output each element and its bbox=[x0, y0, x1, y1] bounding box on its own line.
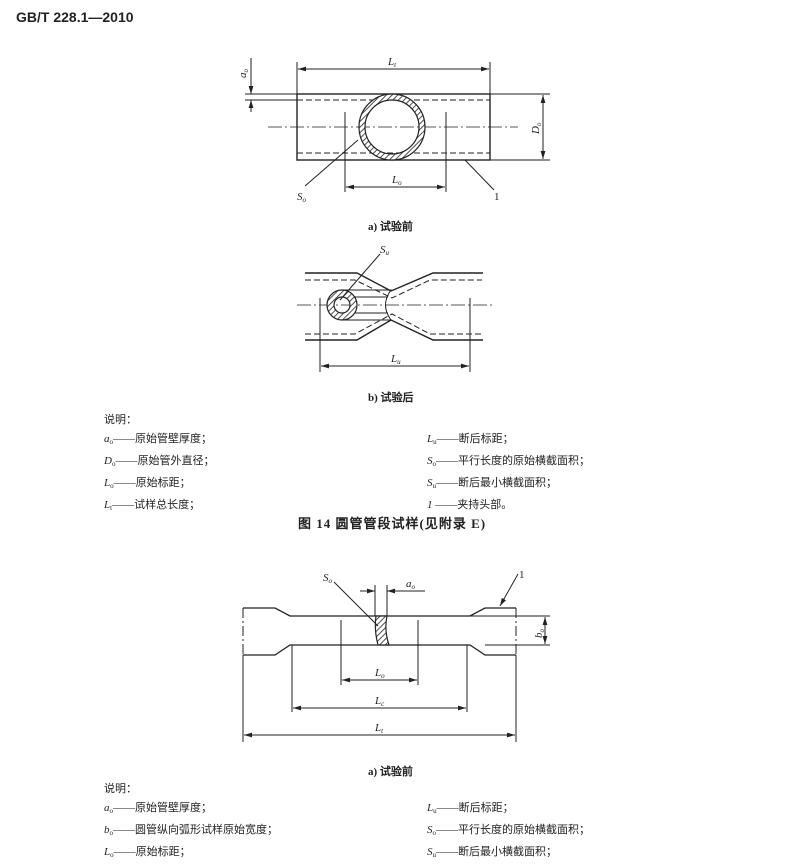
legend-item: Su——断后最小横截面积； bbox=[427, 474, 590, 496]
label-L0: Lo bbox=[391, 174, 402, 187]
legend-item: Lo——原始标距； bbox=[104, 843, 278, 865]
legend-symbol: a bbox=[104, 433, 110, 445]
legend-item: Lu——断后标距； bbox=[427, 799, 590, 821]
legend-subscript: o bbox=[109, 807, 114, 815]
label-b0: bo bbox=[533, 629, 546, 639]
legend-symbol: S bbox=[427, 477, 433, 489]
legend-text: ——夹持头部。 bbox=[432, 499, 513, 511]
legend-subscript: u bbox=[433, 807, 437, 815]
legend-text: ——原始标距； bbox=[113, 846, 191, 858]
legend-subscript: u bbox=[432, 482, 437, 490]
legend-text: ——圆管纵向弧形试样原始宽度； bbox=[113, 824, 278, 836]
label-Lu: Lu bbox=[390, 353, 401, 366]
legend-right-column: Lu——断后标距；So——平行长度的原始横截面积；Su——断后最小横截面积；1 … bbox=[427, 430, 590, 518]
legend-left-column: ao——原始管壁厚度；Do——原始管外直径；Lo——原始标距；Lt——试样总长度… bbox=[104, 430, 214, 518]
legend-text: ——断后标距； bbox=[436, 433, 514, 445]
caption-after-test: b) 试验后 bbox=[368, 392, 414, 404]
fig14b-flattened-tube-drawing bbox=[297, 253, 493, 372]
legend-item: 1 ——夹持头部。 bbox=[427, 496, 590, 518]
legend-item: Lu——断后标距； bbox=[427, 430, 590, 452]
legend-symbol: L bbox=[104, 499, 111, 511]
legend-text: ——原始管外直径； bbox=[115, 455, 215, 467]
label-D0: Do bbox=[530, 122, 543, 135]
legend-title: 说明： bbox=[104, 783, 137, 795]
legend-symbol: L bbox=[104, 477, 111, 489]
caption-before-test: a) 试验前 bbox=[368, 766, 413, 778]
tube-cross-section bbox=[359, 94, 425, 160]
legend-item: Su——断后最小横截面积； bbox=[427, 843, 590, 865]
label-L0: Lo bbox=[374, 667, 385, 680]
legend-text: ——原始管壁厚度； bbox=[113, 802, 212, 814]
legend-text: ——原始管壁厚度； bbox=[113, 433, 212, 445]
legend-subscript: o bbox=[432, 460, 437, 468]
legend-subscript: t bbox=[110, 504, 113, 512]
legend-symbol: S bbox=[427, 846, 433, 858]
legend-symbol: 1 bbox=[427, 499, 433, 511]
legend-text: ——断后标距； bbox=[436, 802, 514, 814]
legend-symbol: S bbox=[427, 824, 433, 836]
label-S0: So bbox=[297, 191, 307, 204]
legend-subscript: o bbox=[109, 438, 114, 446]
legend-subscript: o bbox=[110, 851, 114, 859]
legend-item: So——平行长度的原始横截面积； bbox=[427, 452, 590, 474]
label-S0: So bbox=[323, 572, 333, 585]
legend-symbol: S bbox=[427, 455, 433, 467]
legend-text: ——断后最小横截面积； bbox=[436, 846, 557, 858]
legend-text: ——平行长度的原始横截面积； bbox=[436, 455, 590, 467]
label-Lc: Lc bbox=[374, 695, 385, 708]
legend-text: ——原始标距； bbox=[113, 477, 191, 489]
legend-left-column: ao——原始管壁厚度；bo——圆管纵向弧形试样原始宽度；Lo——原始标距； bbox=[104, 799, 278, 865]
caption-before-test: a) 试验前 bbox=[368, 221, 413, 233]
legend-title: 说明： bbox=[104, 414, 137, 426]
legend-text: ——平行长度的原始横截面积； bbox=[436, 824, 590, 836]
standard-number-header: GB/T 228.1—2010 bbox=[16, 9, 134, 25]
legend-subscript: o bbox=[111, 460, 116, 468]
legend-subscript: u bbox=[433, 438, 437, 446]
legend-subscript: u bbox=[432, 851, 437, 859]
label-a0: ao bbox=[237, 69, 250, 79]
legend-item: Do——原始管外直径； bbox=[104, 452, 214, 474]
legend-symbol: b bbox=[104, 824, 110, 836]
legend-symbol: D bbox=[104, 455, 112, 467]
fig14a-tube-drawing bbox=[245, 58, 550, 192]
figure-title: 图 14 圆管管段试样(见附录 E) bbox=[298, 516, 487, 531]
legend-item: ao——原始管壁厚度； bbox=[104, 799, 278, 821]
legend-symbol: L bbox=[104, 846, 111, 858]
legend-symbol: a bbox=[104, 802, 110, 814]
legend-right-column: Lu——断后标距；So——平行长度的原始横截面积；Su——断后最小横截面积； bbox=[427, 799, 590, 865]
label-L1: Lt bbox=[374, 722, 384, 735]
legend-subscript: o bbox=[110, 482, 114, 490]
fig15a-strip-specimen-drawing bbox=[242, 573, 550, 742]
label-L1: Lt bbox=[387, 56, 397, 69]
legend-item: bo——圆管纵向弧形试样原始宽度； bbox=[104, 821, 278, 843]
label-a0: ao bbox=[406, 578, 416, 591]
legend-subscript: o bbox=[432, 829, 437, 837]
legend-text: ——断后最小横截面积； bbox=[436, 477, 557, 489]
legend-item: Lo——原始标距； bbox=[104, 474, 214, 496]
label-1: 1 bbox=[494, 191, 500, 203]
legend-symbol: L bbox=[427, 433, 434, 445]
legend-subscript: o bbox=[109, 829, 114, 837]
label-1: 1 bbox=[519, 569, 525, 581]
label-Su: Su bbox=[380, 244, 390, 257]
legend-text: ——试样总长度； bbox=[112, 499, 201, 511]
legend-item: ao——原始管壁厚度； bbox=[104, 430, 214, 452]
legend-item: So——平行长度的原始横截面积； bbox=[427, 821, 590, 843]
legend-item: Lt——试样总长度； bbox=[104, 496, 214, 518]
legend-symbol: L bbox=[427, 802, 434, 814]
